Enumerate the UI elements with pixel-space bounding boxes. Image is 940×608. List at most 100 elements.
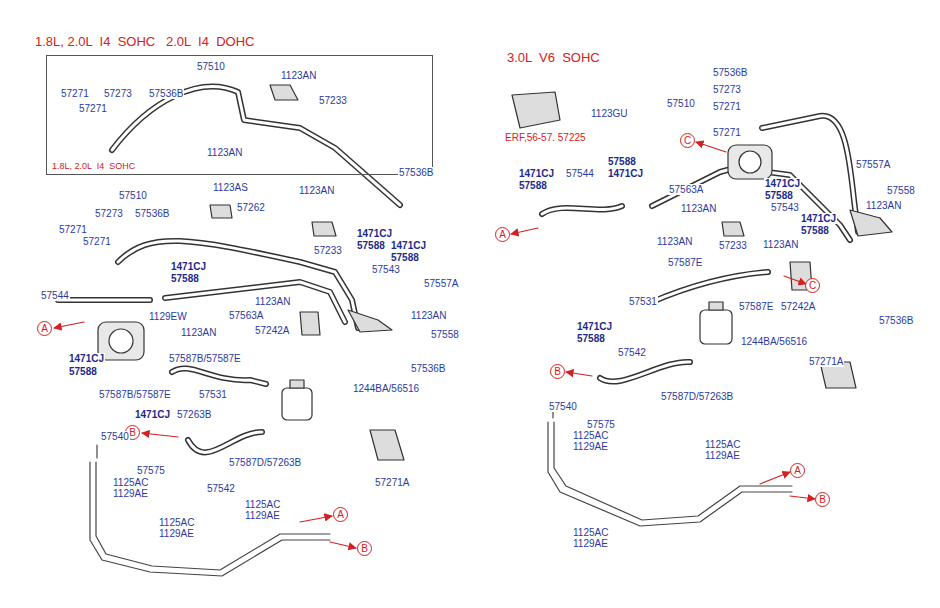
reference-circle: C — [680, 133, 695, 148]
part-number: 57587E — [667, 257, 703, 268]
part-number: 57575 — [136, 465, 166, 476]
part-number: 1471CJ — [390, 240, 427, 251]
part-number: 57510 — [666, 98, 696, 109]
part-number: 57543 — [371, 264, 401, 275]
part-number: 1125AC — [572, 430, 609, 441]
part-number: 1123AN — [865, 200, 902, 211]
part-number: 57510 — [196, 61, 226, 72]
part-number: 57588 — [607, 156, 637, 167]
part-number: 57271 — [78, 103, 108, 114]
part-number: 57273 — [712, 84, 742, 95]
part-number: 1471CJ — [576, 321, 613, 332]
part-number: 1129AE — [112, 488, 149, 499]
part-number: 1123AN — [656, 236, 693, 247]
part-number: 57588 — [764, 190, 794, 201]
part-number: 1471CJ — [134, 409, 171, 420]
part-number: 1471CJ — [518, 168, 555, 179]
part-number: 57587E — [738, 301, 774, 312]
part-number: 57536B — [398, 167, 434, 178]
part-number: 57557A — [423, 278, 459, 289]
variant-caption: 1.8L, 2.0L I4 SOHC — [52, 161, 135, 171]
part-number: 57271 — [82, 236, 112, 247]
part-number: 1123AN — [762, 239, 799, 250]
part-number: 57588 — [518, 180, 548, 191]
diagram-title: 1.8L, 2.0L I4 SOHC 2.0L I4 DOHC — [34, 34, 255, 49]
part-number: 57271 — [712, 127, 742, 138]
part-number: 1123AN — [680, 203, 717, 214]
part-number: 1129AE — [704, 450, 741, 461]
part-number: 57271 — [58, 224, 88, 235]
part-number: 1471CJ — [356, 228, 393, 239]
reference-letter: B — [554, 367, 561, 377]
reference-letter: B — [361, 544, 368, 554]
part-number: 1125AC — [112, 477, 149, 488]
reference-letter: A — [41, 324, 48, 334]
part-number: 57510 — [118, 190, 148, 201]
part-number: 1129EW — [148, 311, 188, 322]
part-number: 57588 — [800, 225, 830, 236]
part-number: 57271A — [374, 477, 410, 488]
part-number: 57271A — [808, 356, 844, 367]
part-number: 57542 — [206, 483, 236, 494]
reference-circle: B — [550, 364, 565, 379]
part-number: 1125AC — [158, 517, 195, 528]
part-number: 1129AE — [572, 441, 609, 452]
part-number: 57543 — [770, 202, 800, 213]
part-number: 57271 — [712, 101, 742, 112]
part-number: 57558 — [430, 329, 460, 340]
part-number: 1123AN — [180, 327, 217, 338]
reference-letter: C — [684, 136, 691, 146]
part-number: 1471CJ — [170, 261, 207, 272]
reference-circle: A — [495, 227, 510, 242]
part-number: 57588 — [576, 333, 606, 344]
part-number: 57233 — [718, 240, 748, 251]
reference-letter: A — [794, 466, 801, 476]
part-number: 1125AC — [704, 439, 741, 450]
part-number: 57242A — [254, 325, 290, 336]
part-number: 57563A — [668, 184, 704, 195]
reference-circle: C — [805, 278, 820, 293]
reference-letter: C — [809, 281, 816, 291]
part-number: 57587B/57587E — [98, 389, 172, 400]
reference-circle: B — [815, 492, 830, 507]
part-number: 1244BA/56516 — [352, 383, 420, 394]
part-number: 57544 — [565, 168, 595, 179]
part-number: 57233 — [313, 245, 343, 256]
part-number: 57587D/57263B — [660, 391, 734, 402]
reference-circle: A — [333, 507, 348, 522]
part-number: 57588 — [356, 240, 386, 251]
part-number: 1129AE — [158, 528, 195, 539]
part-number: 57542 — [617, 347, 647, 358]
part-number: 57540 — [548, 401, 578, 412]
part-number: 1123AN — [298, 185, 335, 196]
part-number: 57263B — [176, 409, 212, 420]
part-number: 57536B — [878, 315, 914, 326]
part-number: 1471CJ — [607, 168, 644, 179]
part-number: 57588 — [390, 252, 420, 263]
reference-circle: A — [790, 463, 805, 478]
part-number: 57563A — [228, 310, 264, 321]
part-number: 1125AC — [572, 527, 609, 538]
part-number: 57273 — [103, 88, 133, 99]
part-number: 57536B — [712, 67, 748, 78]
reference-letter: B — [819, 495, 826, 505]
part-number: 57587B/57587E — [168, 353, 242, 364]
part-number: 57271 — [60, 88, 90, 99]
part-number: 57536B — [410, 363, 446, 374]
part-number: 57262 — [236, 202, 266, 213]
part-number: 57557A — [855, 159, 891, 170]
part-number: 57558 — [886, 185, 916, 196]
part-number: 1471CJ — [68, 353, 105, 364]
part-number: 1123AN — [254, 296, 291, 307]
part-number: 57544 — [40, 290, 70, 301]
part-number: 57536B — [148, 88, 184, 99]
part-number: 1123AN — [280, 70, 317, 81]
part-number: 1129AE — [244, 510, 281, 521]
part-number: 1123AN — [206, 147, 243, 158]
part-number: 57575 — [586, 419, 616, 430]
reference-letter: A — [337, 510, 344, 520]
reference-circle: B — [357, 541, 372, 556]
part-number: 1123GU — [590, 108, 629, 119]
reference-circle: A — [37, 321, 52, 336]
part-number: 57540 — [100, 431, 130, 442]
